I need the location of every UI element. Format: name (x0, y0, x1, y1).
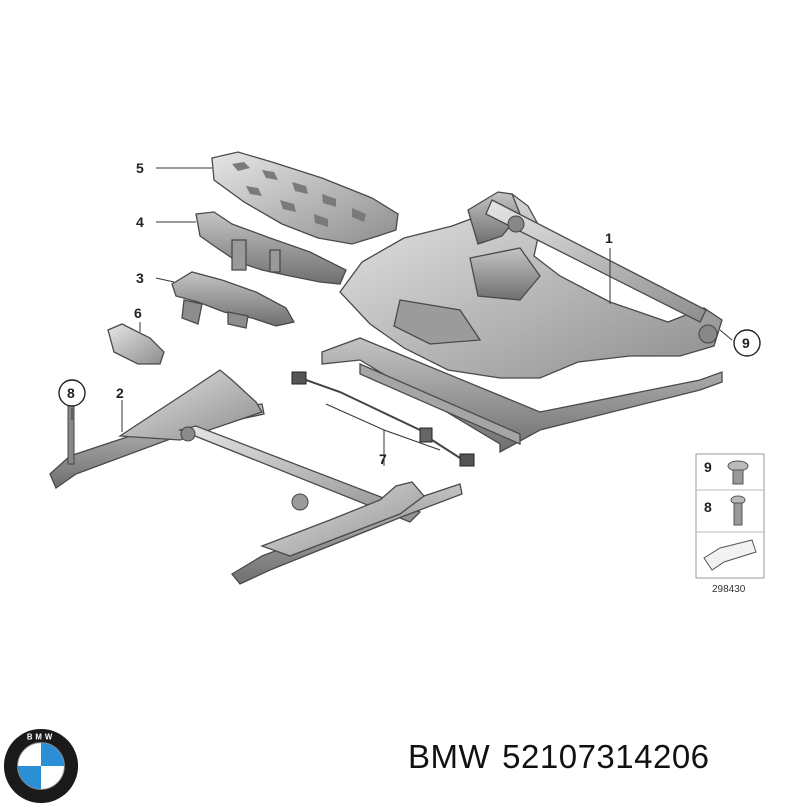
screw-icon (730, 495, 746, 526)
part-number-caption: BMW 52107314206 (408, 738, 722, 776)
trim-cover (107, 323, 165, 365)
wiring-harness (291, 371, 475, 467)
fixing-screw (67, 403, 75, 465)
callout-circle-8 (58, 379, 86, 407)
callout-circle-9 (733, 329, 761, 357)
callout-6: 6 (134, 305, 142, 321)
arrow-icon (703, 539, 757, 571)
bmw-logo-text: BMW (27, 733, 55, 742)
callout-4: 4 (136, 214, 144, 230)
legend-number-8: 8 (704, 499, 712, 515)
seat-adjust-linkage (171, 271, 296, 329)
right-seat-rail (321, 337, 723, 454)
bmw-logo: BMW (3, 728, 79, 804)
callout-3: 3 (136, 270, 144, 286)
main-seat-frame (339, 191, 723, 379)
callout-8: 8 (67, 385, 75, 401)
legend-number-9: 9 (704, 459, 712, 475)
torx-bolt-icon (727, 460, 749, 485)
seat-pan-plate (211, 151, 399, 245)
leader-lines (71, 167, 733, 466)
callout-2: 2 (116, 385, 124, 401)
callout-9: 9 (742, 335, 750, 351)
callout-5: 5 (136, 160, 144, 176)
brand-name: BMW (408, 738, 491, 775)
callout-7: 7 (379, 451, 387, 467)
diagram-number: 298430 (712, 584, 746, 595)
fastener-legend: 9 8 298430 (695, 453, 765, 595)
height-adjust-mechanism (195, 211, 347, 285)
callouts: 5 4 3 6 2 1 7 8 9 (58, 160, 761, 467)
part-number: 52107314206 (502, 738, 710, 775)
left-seat-rail-assembly (49, 369, 463, 585)
callout-1: 1 (605, 230, 613, 246)
